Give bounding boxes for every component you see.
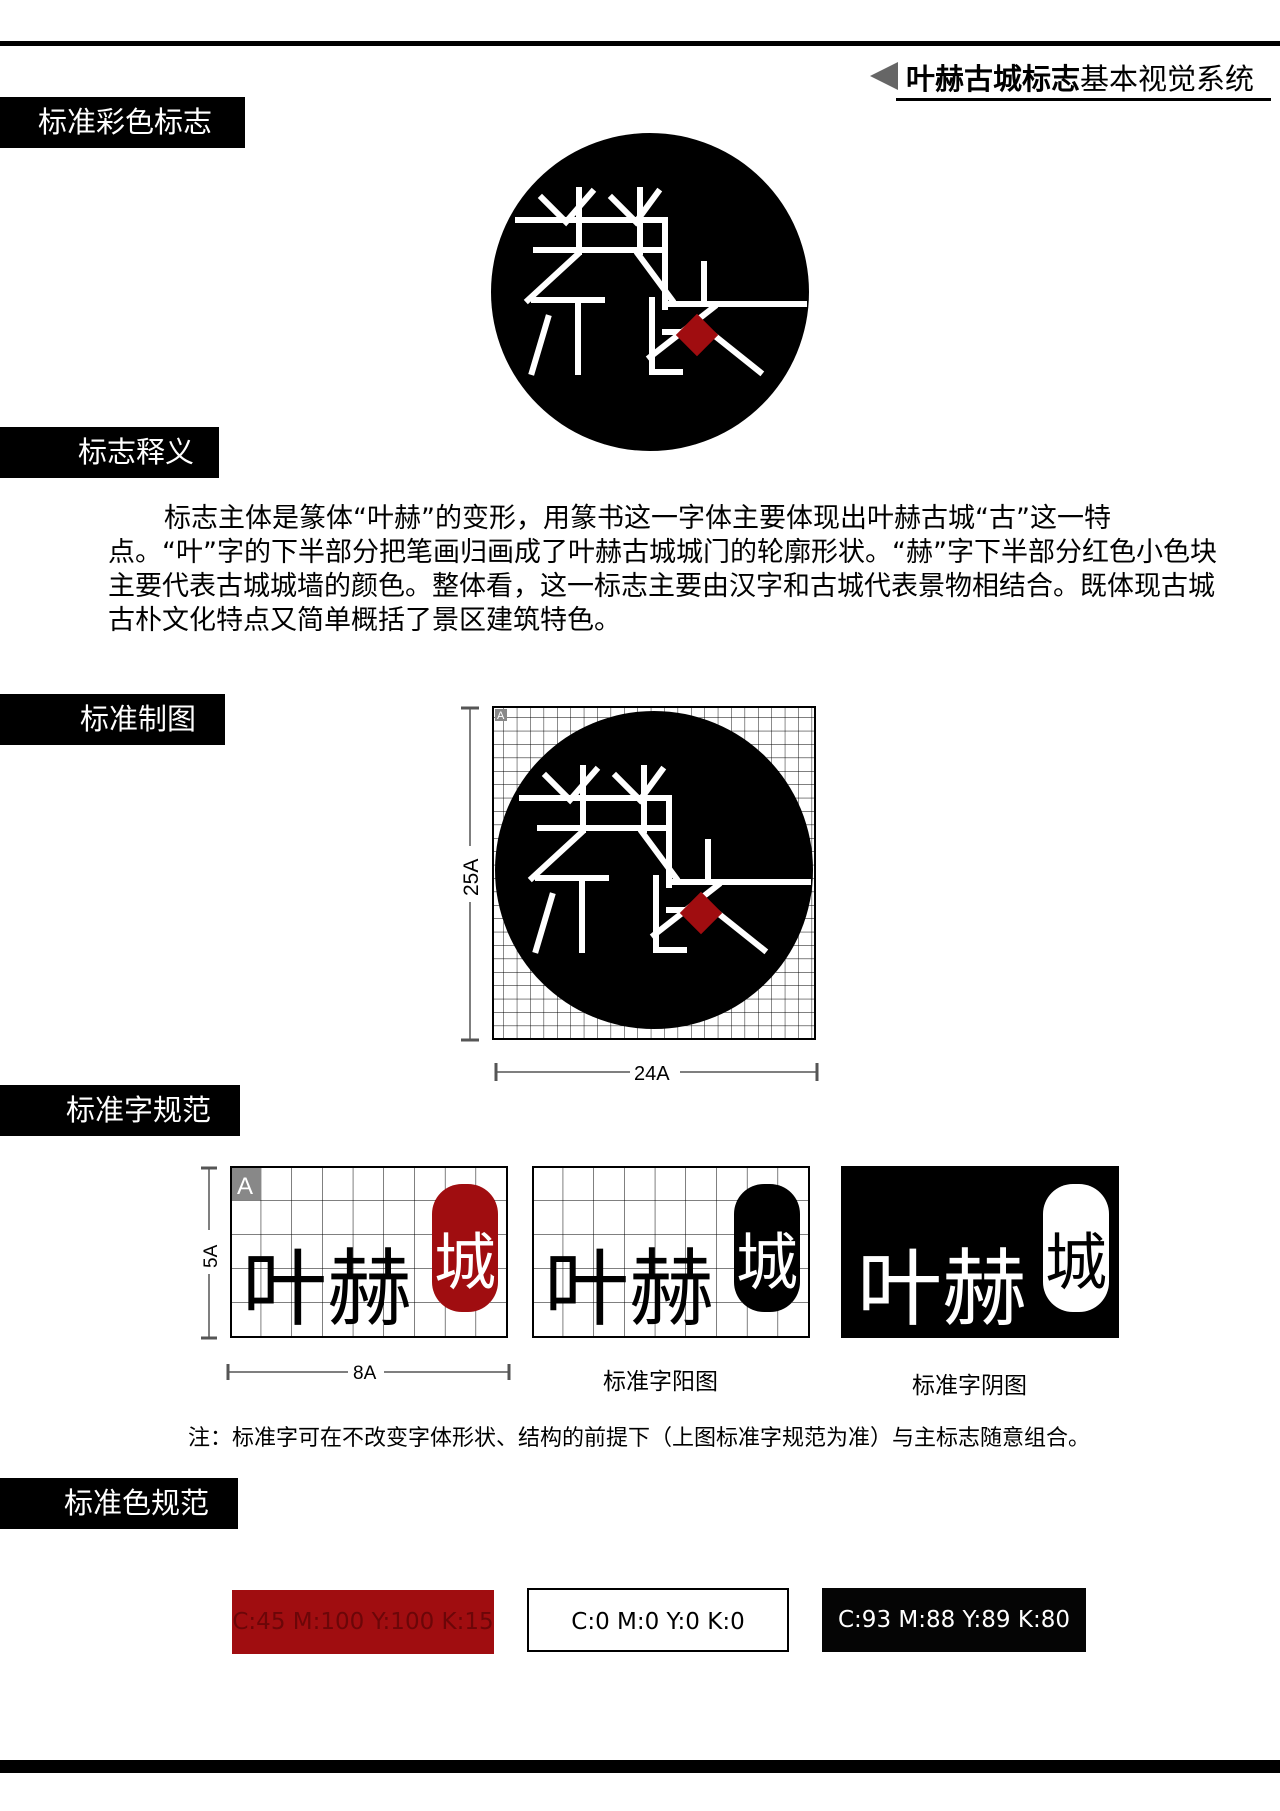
seal-red (432, 1184, 498, 1312)
section-color-logo: 标准彩色标志 (0, 97, 245, 148)
seal-black (734, 1184, 800, 1312)
color-swatch-red: C:45 M:100 Y:100 K:15 (232, 1590, 494, 1654)
wordmark-note: 注：标准字可在不改变字体形状、结构的前提下（上图标准字规范为准）与主标志随意组合… (188, 1426, 1091, 1451)
wordmark-width-label: 8A (353, 1363, 377, 1384)
color-logo (491, 133, 809, 451)
svg-text:叶赫: 叶赫 (857, 1240, 1027, 1338)
bottom-rule (0, 1760, 1280, 1773)
seal-white (1043, 1184, 1109, 1312)
section-explanation: 标志释义 (0, 427, 219, 478)
width-dimension-label: 24A (634, 1063, 670, 1085)
seal-char: 城 (434, 1226, 496, 1299)
color-swatch-white: C:0 M:0 Y:0 K:0 (527, 1588, 789, 1652)
wordmark-positive: 叶赫 城 (532, 1166, 810, 1338)
page-header: 叶赫古城标志基本视觉系统 (870, 54, 1271, 104)
logo-glyph (515, 187, 807, 377)
svg-text:叶赫: 叶赫 (544, 1240, 714, 1338)
wordmark-negative: 叶赫 城 (841, 1166, 1119, 1338)
wordmark-text: 叶赫 (242, 1240, 412, 1338)
top-rule (0, 41, 1280, 46)
triangle-left-icon (870, 62, 898, 90)
explanation-paragraph: 标志主体是篆体“叶赫”的变形，用篆书这一字体主要体现出叶赫古城“古”这一特点。“… (108, 503, 1217, 636)
wordmark-height-label: 5A (201, 1244, 222, 1268)
drafting-height-dimension: 25A (458, 706, 483, 1042)
negative-caption: 标准字阴图 (912, 1373, 1027, 1399)
section-wordmark: 标准字规范 (0, 1085, 240, 1136)
svg-text:城: 城 (1045, 1226, 1107, 1299)
height-dimension-label: 25A (460, 859, 483, 896)
drafting-grid-logo: A (492, 706, 816, 1040)
wordmark-grid-unit: A (237, 1173, 253, 1200)
section-drafting: 标准制图 (0, 694, 225, 745)
grid-unit-marker (495, 709, 507, 721)
grid-unit-label: A (497, 710, 505, 722)
wordmark-width-dimension: 8A (226, 1360, 511, 1384)
positive-caption: 标准字阳图 (603, 1369, 718, 1395)
drafting-width-dimension: 24A (494, 1060, 819, 1085)
svg-text:城: 城 (736, 1226, 798, 1299)
section-colors: 标准色规范 (0, 1478, 238, 1529)
page-title: 叶赫古城标志基本视觉系统 (906, 62, 1255, 96)
header-underline (896, 98, 1271, 101)
color-swatch-black: C:93 M:88 Y:89 K:80 (822, 1588, 1086, 1652)
wordmark-height-dimension: 5A (198, 1166, 222, 1340)
wordmark-grid: A 叶赫 城 (230, 1166, 508, 1338)
